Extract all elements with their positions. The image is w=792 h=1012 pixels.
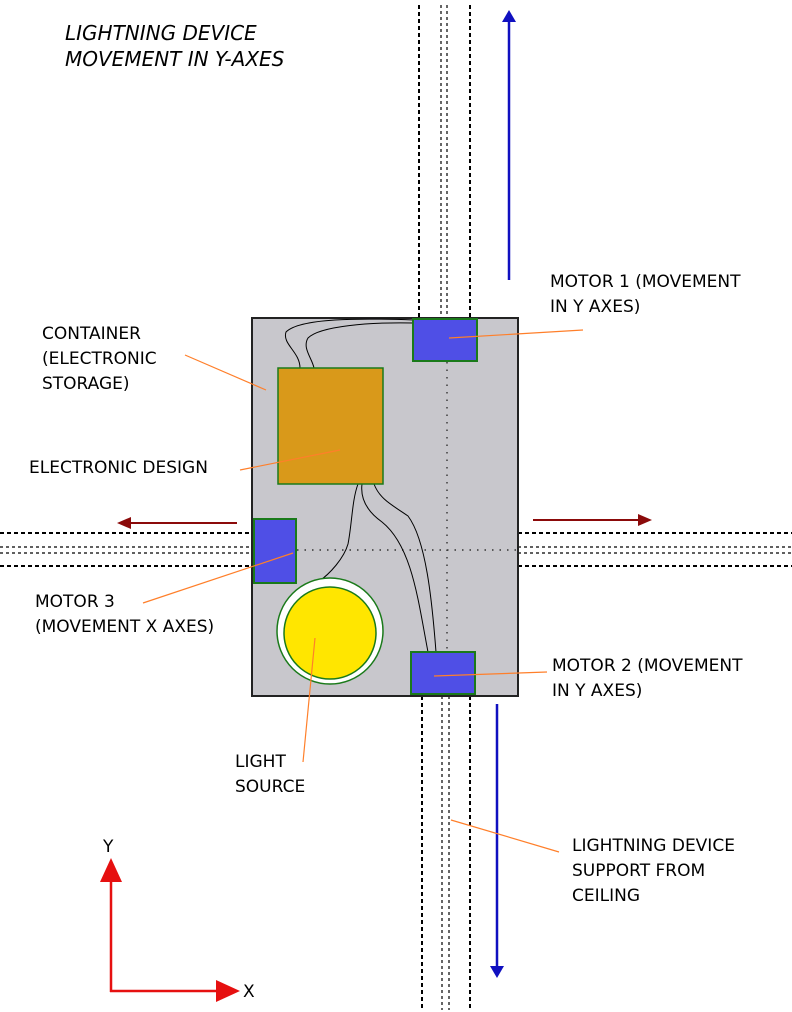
motor-3-label-line-1: MOTOR 3 <box>35 592 115 612</box>
x-axis-label: X <box>243 982 255 1002</box>
motor-2-label-line-1: MOTOR 2 (MOVEMENT <box>552 656 743 676</box>
light-source-label-line-1: LIGHT <box>235 752 286 772</box>
motor-3 <box>253 518 297 584</box>
motor-1-label-line-2: IN Y AXES) <box>550 297 640 317</box>
axis-indicator: Y X <box>100 837 255 1002</box>
title-line-2: MOVEMENT IN Y-AXES <box>65 47 285 71</box>
x-rail-right <box>518 532 792 567</box>
leader-lines <box>142 329 584 853</box>
support-label-line-1: LIGHTNING DEVICE <box>572 836 735 856</box>
x-rail-left <box>0 532 252 567</box>
y-axis-label: Y <box>102 837 114 857</box>
support-label-line-2: SUPPORT FROM <box>572 861 705 881</box>
motor-3-label-line-2: (MOVEMENT X AXES) <box>35 617 214 637</box>
motor-2-label-line-2: IN Y AXES) <box>552 681 642 701</box>
motor-1 <box>412 318 478 362</box>
container-label-line-1: CONTAINER <box>42 324 141 344</box>
title-line-1: LIGHTNING DEVICE <box>65 21 257 45</box>
container-label-line-2: (ELECTRONIC <box>42 349 157 369</box>
electronic-design-block <box>277 367 384 485</box>
electronic-design-label: ELECTRONIC DESIGN <box>29 458 208 478</box>
container-label-line-3: STORAGE) <box>42 374 130 394</box>
support-label-line-3: CEILING <box>572 886 640 906</box>
light-source-label-line-2: SOURCE <box>235 777 305 797</box>
support-rail-top <box>418 5 471 318</box>
wiring <box>284 318 437 653</box>
motor-1-label-line-1: MOTOR 1 (MOVEMENT <box>550 272 741 292</box>
light-source <box>276 577 384 685</box>
support-rail-bottom <box>421 696 471 1010</box>
motor-2 <box>410 651 476 695</box>
